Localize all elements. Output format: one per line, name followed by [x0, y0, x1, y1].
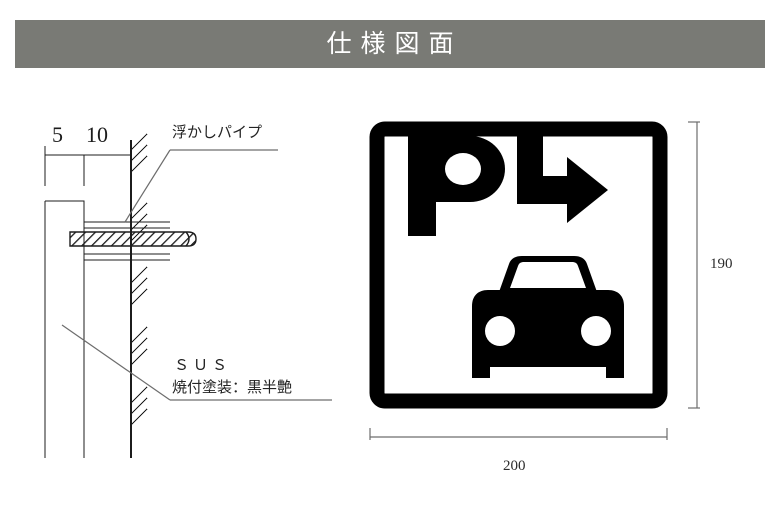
dimension-label-5: 5 — [52, 122, 63, 147]
height-dimension-bracket — [688, 121, 700, 409]
header-banner: 仕様図面 — [15, 20, 765, 68]
wall-hatch-group-3 — [130, 266, 148, 306]
letter-p-glyph — [408, 136, 505, 236]
floating-pipe-section — [69, 231, 197, 247]
right-turn-arrow-glyph — [517, 136, 608, 223]
wall-hatch-group-5 — [130, 386, 148, 426]
dimension-label-10: 10 — [86, 122, 108, 147]
material-note-label-sus: ＳＵＳ — [174, 357, 232, 374]
floating-pipe-leader — [124, 149, 278, 223]
pipe-hatched-body — [69, 231, 197, 247]
floating-pipe-note-label: 浮かしパイプ — [172, 124, 263, 141]
dimension-label-190: 190 — [710, 256, 733, 272]
sign-body-outline-top — [45, 200, 85, 458]
material-finish-leader — [61, 324, 332, 401]
wall-hatch-group-1 — [130, 133, 148, 173]
car-front-view-glyph — [472, 256, 624, 378]
page-title: 仕様図面 — [326, 29, 463, 58]
pipe-end-cap — [185, 231, 190, 247]
headlight-left — [485, 316, 515, 346]
wall-hatch-group-4 — [130, 326, 148, 366]
dimension-label-200: 200 — [503, 458, 526, 474]
sign-border — [369, 121, 668, 409]
headlight-right — [581, 316, 611, 346]
width-dimension-bracket — [369, 428, 668, 440]
material-note-label-finish: 焼付塗装：黒半艶 — [172, 379, 293, 396]
